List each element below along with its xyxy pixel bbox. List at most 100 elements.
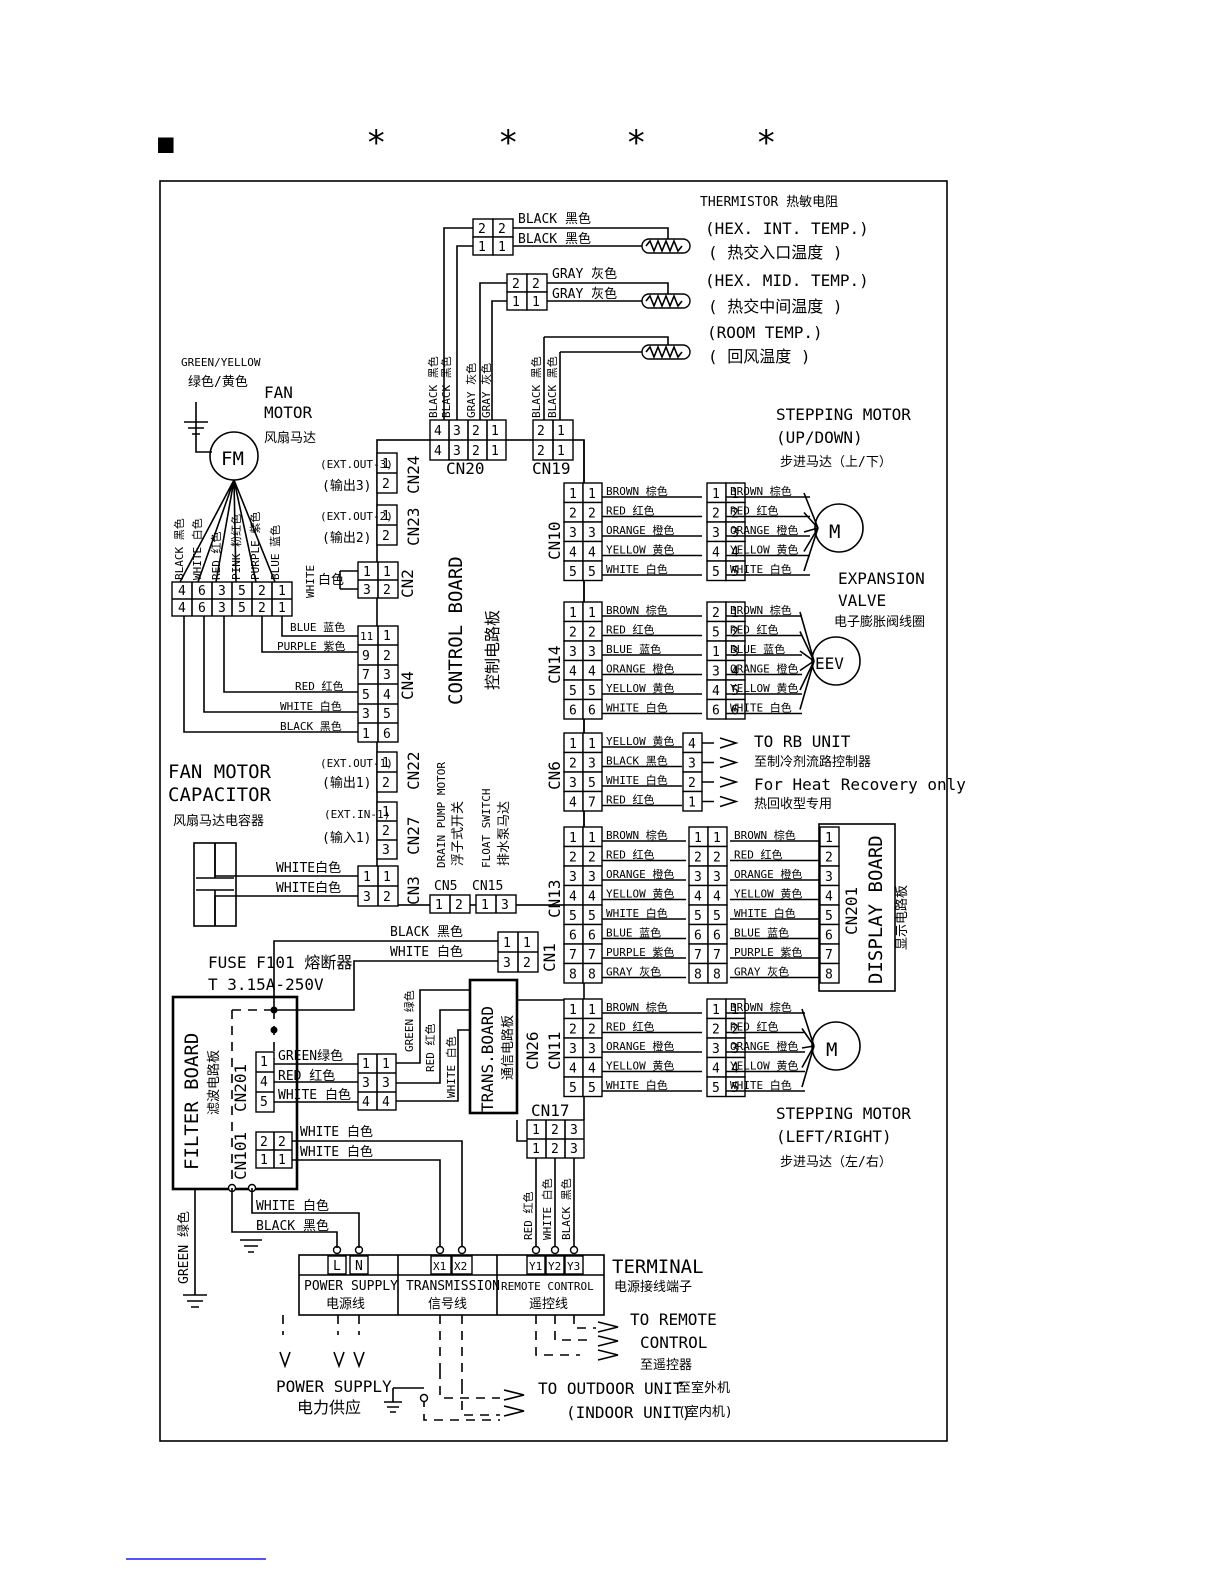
svg-text:2: 2 <box>472 444 480 459</box>
lr-l-3: 3 <box>712 1042 720 1057</box>
cn10-wire-2: RED 红色 <box>606 504 655 518</box>
svg-text:1: 1 <box>491 424 499 439</box>
disp-wire-6: BLUE 蓝色 <box>734 926 789 940</box>
cn13-r-5: 5 <box>588 909 596 924</box>
fan-motor-symbol-text: FM <box>221 448 244 470</box>
cn11-l-4: 4 <box>569 1062 577 1077</box>
cn20-wire-1: BLACK 黑色 <box>426 356 440 418</box>
wire-th2-b: GRAY 灰色 <box>552 286 617 302</box>
cn201-3: 3 <box>825 870 833 885</box>
bottom-out-cn: 至室外机 <box>678 1380 730 1396</box>
cn17-wire-1: RED 红色 <box>521 1192 535 1241</box>
svg-text:3: 3 <box>382 843 390 858</box>
control-board-label-cn: 控制电路板 <box>483 610 502 690</box>
fuse-l2: T 3.15A-250V <box>208 975 324 994</box>
cn14-l-3: 3 <box>569 645 577 660</box>
svg-text:2: 2 <box>383 890 391 905</box>
svg-text:2: 2 <box>537 444 545 459</box>
svg-text:2: 2 <box>512 277 520 292</box>
cn6-wire-4: RED 红色 <box>606 793 655 807</box>
svg-text:1: 1 <box>362 1057 370 1072</box>
svg-text:2: 2 <box>260 1135 268 1150</box>
cn3-wire-2: WHITE白色 <box>276 880 341 896</box>
eev-wire-6: WHITE 白色 <box>730 701 792 715</box>
filter-wire-5: WHITE 白色 <box>300 1144 373 1160</box>
fan-vwire-3: RED 红色 <box>209 532 223 581</box>
ud-wire-5: WHITE 白色 <box>730 562 792 576</box>
svg-text:7: 7 <box>362 668 370 683</box>
capacitor-l2: CAPACITOR <box>168 784 272 806</box>
terminal-pin-y1: Y1 <box>529 1260 542 1273</box>
ground-icon-4 <box>384 1387 424 1413</box>
svg-text:4: 4 <box>260 1075 268 1090</box>
cn13-r-2: 2 <box>588 851 596 866</box>
cn23-label: CN23 <box>404 507 423 546</box>
eev-r-5: 5 <box>731 684 739 699</box>
cn10-l-5: 5 <box>569 565 577 580</box>
svg-text:3: 3 <box>453 444 461 459</box>
eev-title-1: EXPANSION <box>838 569 925 588</box>
cn11-l-5: 5 <box>569 1081 577 1096</box>
cn6-r-1: 1 <box>588 737 596 752</box>
disp-wire-3: ORANGE 橙色 <box>734 867 802 881</box>
cn4-wire-5: BLACK 黑色 <box>280 719 342 733</box>
cn15-label: CN15 <box>472 879 503 894</box>
ud-l-1: 1 <box>712 487 720 502</box>
cn10-wire-3: ORANGE 橙色 <box>606 523 674 537</box>
capacitor-cn: 风扇马达电容器 <box>173 813 264 829</box>
filter-board-label: FILTER BOARD <box>181 1033 203 1170</box>
cn11-l-2: 2 <box>569 1023 577 1038</box>
svg-text:1: 1 <box>532 1142 540 1157</box>
eev-r-2: 2 <box>731 626 739 641</box>
eev-r-1: 1 <box>731 606 739 621</box>
cn14-l-6: 6 <box>569 704 577 719</box>
filter-cn201: CN201 <box>231 1064 250 1112</box>
svg-text:2: 2 <box>551 1123 559 1138</box>
float-switch: FLOAT SWITCH <box>480 789 493 868</box>
cn3-label: CN3 <box>404 876 423 905</box>
eev-r-3: 3 <box>731 645 739 660</box>
drain-pump-cn: 浮子式开关 <box>451 801 466 866</box>
cn14-wire-5: YELLOW 黄色 <box>606 681 674 695</box>
disp-wire-1: BROWN 棕色 <box>734 828 796 842</box>
display-cn201: CN201 <box>842 887 861 935</box>
cn10-wire-1: BROWN 棕色 <box>606 484 668 498</box>
cn26-label: CN26 <box>523 1031 542 1070</box>
bottom-rem1: TO REMOTE <box>630 1310 717 1329</box>
wire-th2-a: GRAY 灰色 <box>552 266 617 282</box>
disp-r-2: 2 <box>713 851 721 866</box>
eev-symbol <box>811 636 861 686</box>
terminal-pin-n: N <box>355 1259 363 1274</box>
svg-text:2: 2 <box>532 277 540 292</box>
lr-l-2: 2 <box>712 1023 720 1038</box>
thermistor-hex-int-cn: ( 热交入口温度 ) <box>708 243 843 262</box>
cn6-to3: For Heat Recovery only <box>754 775 966 794</box>
thermistor-hex-int: (HEX. INT. TEMP.) <box>705 219 869 238</box>
terminal-tr-cn: 信号线 <box>428 1297 467 1312</box>
cn24-connector: 12 <box>376 452 398 494</box>
capacitor-symbol <box>193 842 237 927</box>
cn1-label: CN1 <box>540 943 559 972</box>
cn14-l-1: 1 <box>569 606 577 621</box>
cn13-wire-8: GRAY 灰色 <box>606 965 661 979</box>
cn22-l1: (EXT.OUT-1) <box>320 757 393 770</box>
header-star-4: * <box>756 123 776 163</box>
capacitor-l1: FAN MOTOR <box>168 761 272 783</box>
svg-text:1: 1 <box>362 727 370 742</box>
terminal-wire-white: WHITE 白色 <box>256 1198 329 1214</box>
cn27-label: CN27 <box>404 816 423 855</box>
ud-r-2: 2 <box>731 507 739 522</box>
cn11-r-1: 1 <box>588 1003 596 1018</box>
svg-text:3: 3 <box>362 707 370 722</box>
cn6-wire-3: WHITE 白色 <box>606 773 668 787</box>
svg-text:2: 2 <box>523 956 531 971</box>
cn20-wire-2: BLACK 黑色 <box>439 356 453 418</box>
svg-text:3: 3 <box>453 424 461 439</box>
eev-wire-2: RED 红色 <box>730 623 779 637</box>
cn14-wire-1: BROWN 棕色 <box>606 603 668 617</box>
cn11-wire-1: BROWN 棕色 <box>606 1000 668 1014</box>
